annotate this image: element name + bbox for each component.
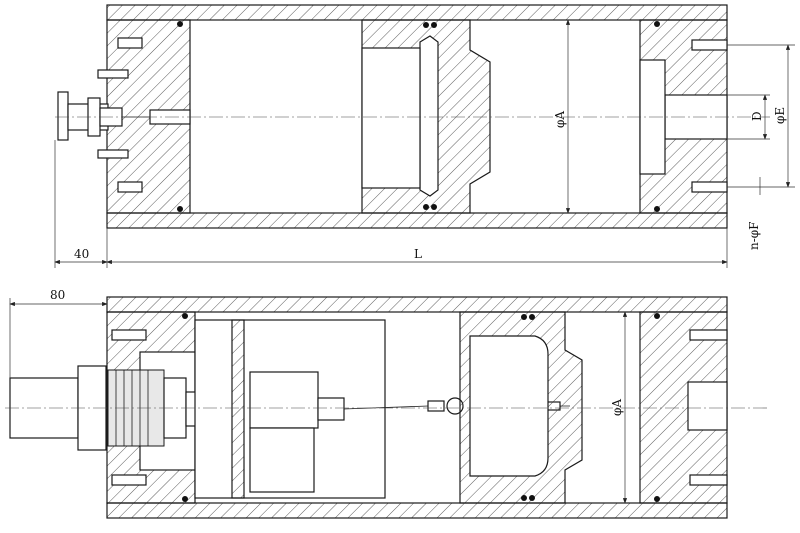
top-dim-outer-diameter: φA	[553, 111, 567, 128]
bottom-seal-2	[182, 496, 188, 502]
bottom-view: 80 φA	[5, 288, 770, 519]
bottom-piston-oring-3	[521, 495, 527, 501]
top-left-end-cap	[106, 19, 191, 214]
bottom-sensor-box	[249, 371, 319, 429]
top-piston-oring-1	[423, 22, 429, 28]
bottom-right-cap-bolt-upper	[689, 329, 728, 341]
bottom-motor	[249, 427, 315, 493]
bottom-tube-wall-upper	[106, 296, 728, 313]
bottom-mount-plate	[231, 319, 245, 499]
bottom-dim-connector: 80	[50, 288, 65, 302]
top-piston-cavity	[419, 35, 439, 197]
top-seal-1	[177, 21, 183, 27]
bottom-seal-4	[654, 496, 660, 502]
bottom-piston-cavity	[469, 335, 549, 477]
top-piston-oring-3	[423, 204, 429, 210]
bottom-dim-outer-diameter: φA	[610, 399, 624, 416]
bottom-right-cap-bolt-lower	[689, 474, 728, 486]
top-seal-4	[654, 206, 660, 212]
top-dim-holes: n-φF	[747, 221, 761, 250]
top-left-cap-bolt-upper	[117, 37, 143, 49]
top-piston-oring-4	[431, 204, 437, 210]
bottom-bracket-arm	[317, 397, 345, 421]
bottom-seal-1	[182, 313, 188, 319]
top-right-cap-bolt-upper	[691, 39, 728, 51]
bottom-right-end-cap	[639, 311, 728, 504]
top-piston-oring-2	[431, 22, 437, 28]
top-tube-wall-upper	[106, 4, 728, 21]
top-seal-2	[177, 206, 183, 212]
top-right-cap-bolt-lower	[691, 181, 728, 193]
bottom-piston-oring-1	[521, 314, 527, 320]
top-tube-wall-lower	[106, 212, 728, 229]
bottom-piston-oring-2	[529, 314, 535, 320]
bottom-tube-wall-lower	[106, 502, 728, 519]
top-seal-3	[654, 21, 660, 27]
top-dim-flange-e: φE	[773, 107, 787, 124]
top-view: φA D φE n-φF 40 L	[54, 4, 795, 268]
top-dim-length: L	[414, 247, 422, 261]
bottom-seal-3	[654, 313, 660, 319]
bottom-left-cap-bolt-lower	[111, 474, 147, 486]
top-dim-port-d: D	[750, 111, 764, 121]
bottom-right-cap-bore	[687, 381, 728, 431]
top-left-cap-bolt-lower	[117, 181, 143, 193]
bottom-piston-oring-4	[529, 495, 535, 501]
top-dim-offset-left: 40	[74, 247, 89, 261]
top-piston-left-land	[361, 47, 421, 189]
bottom-left-cap-bolt-upper	[111, 329, 147, 341]
